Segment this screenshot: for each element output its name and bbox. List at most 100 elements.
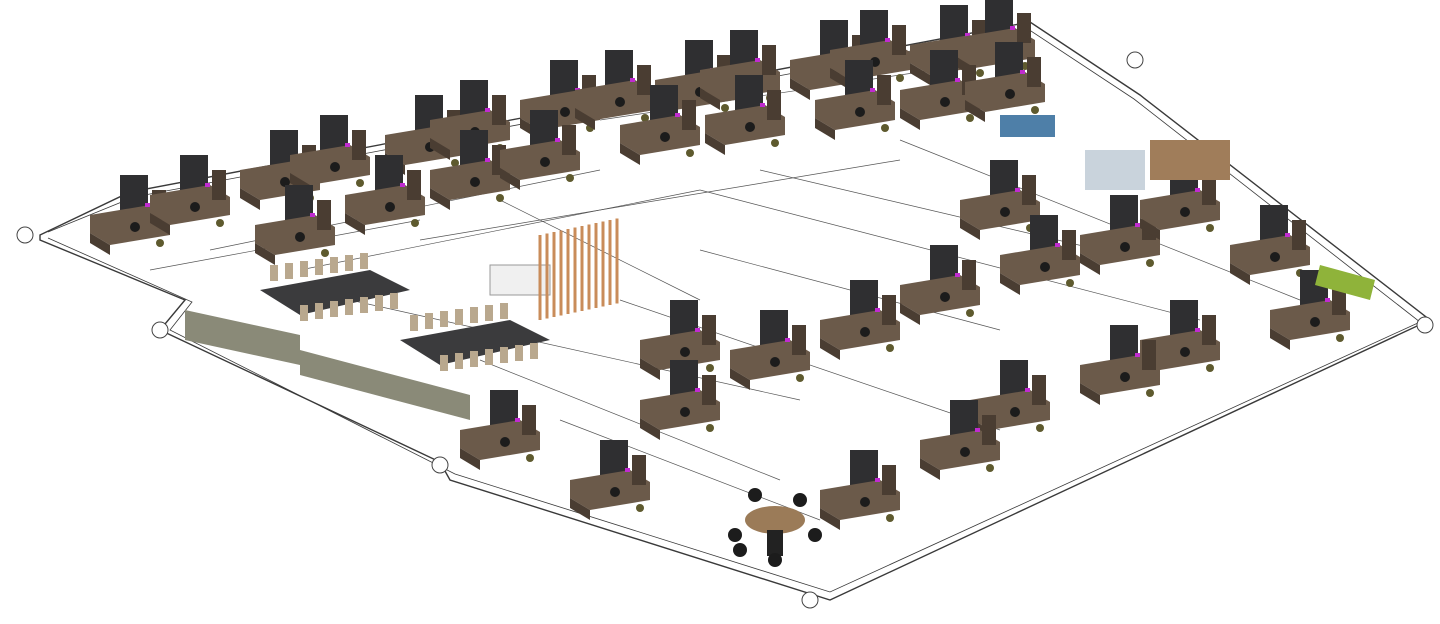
column (431, 456, 449, 474)
conference-chair (470, 351, 478, 367)
conference-chair (345, 299, 353, 315)
desk (500, 140, 580, 180)
monitor (975, 428, 980, 432)
desk-pedestal (345, 213, 365, 235)
ottoman (1031, 106, 1039, 114)
desk (1080, 225, 1160, 265)
ottoman (771, 139, 779, 147)
conference-chair (440, 311, 448, 327)
monitor (310, 213, 315, 217)
monitor (675, 113, 680, 117)
monitor (695, 328, 700, 332)
monitor (695, 388, 700, 392)
office-chair (330, 162, 340, 172)
hutch (1017, 13, 1031, 43)
desk (640, 330, 720, 370)
desk-pedestal (575, 108, 595, 130)
workstation (150, 155, 230, 235)
wall-line (559, 419, 821, 521)
desk-pedestal (1270, 328, 1290, 350)
monitor (1015, 188, 1020, 192)
hutch (982, 415, 996, 445)
office-chair (470, 177, 480, 187)
desk (965, 72, 1045, 112)
table-base (767, 530, 783, 556)
ottoman (706, 424, 714, 432)
desk (960, 190, 1040, 230)
ottoman (641, 114, 649, 122)
monitor (515, 418, 520, 422)
hutch (1062, 230, 1076, 260)
desk (730, 340, 810, 380)
hutch (637, 65, 651, 95)
ottoman (156, 239, 164, 247)
desk (150, 185, 230, 225)
desk-pedestal (910, 63, 930, 85)
conference-chair (390, 293, 398, 309)
desk-pedestal (815, 118, 835, 140)
desk-pedestal (150, 213, 170, 235)
conference-chair (500, 347, 508, 363)
kitchen-island (1085, 150, 1145, 190)
desk-pedestal (820, 508, 840, 530)
hutch (877, 75, 891, 105)
desk-pedestal (920, 458, 940, 480)
hutch (792, 325, 806, 355)
monitor (1055, 243, 1060, 247)
ottoman (886, 344, 894, 352)
office-chair (500, 437, 510, 447)
workstation (345, 155, 425, 235)
ottoman (896, 74, 904, 82)
desk-pedestal (430, 138, 450, 160)
office-chair (860, 327, 870, 337)
ottoman (881, 124, 889, 132)
meeting-chair (768, 553, 782, 567)
meeting-chair (728, 528, 742, 542)
workstation (430, 130, 510, 210)
conference-chair (485, 349, 493, 365)
ottoman (1206, 364, 1214, 372)
office-chair (960, 447, 970, 457)
conference-chair (360, 297, 368, 313)
workstation (960, 160, 1040, 240)
workstation (1080, 325, 1160, 405)
desk (1140, 190, 1220, 230)
monitor (1325, 298, 1330, 302)
monitor (885, 38, 890, 42)
ottoman (411, 219, 419, 227)
conference-chair (345, 255, 353, 271)
desk (640, 390, 720, 430)
wall-line (499, 199, 701, 301)
office-chair (385, 202, 395, 212)
wall-line (419, 159, 901, 241)
office-chair (855, 107, 865, 117)
workstation (900, 50, 980, 130)
hutch (882, 465, 896, 495)
conference-chair (315, 259, 323, 275)
conference-chair (300, 261, 308, 277)
column (1416, 316, 1434, 334)
desk-pedestal (90, 233, 110, 255)
hutch (1142, 340, 1156, 370)
monitor (345, 143, 350, 147)
lounge-bench (1150, 140, 1230, 180)
office-chair (770, 357, 780, 367)
column (16, 226, 34, 244)
desk-pedestal (1080, 253, 1100, 275)
desk-pedestal (240, 188, 260, 210)
desk (620, 115, 700, 155)
desk-pedestal (820, 338, 840, 360)
hutch (492, 95, 506, 125)
desk (290, 145, 370, 185)
office-chair (940, 292, 950, 302)
monitor (965, 33, 970, 37)
column (151, 321, 169, 339)
column (1126, 51, 1144, 69)
monitor (785, 338, 790, 342)
ottoman (321, 249, 329, 257)
office-chair (860, 497, 870, 507)
monitor (555, 138, 560, 142)
wall-line (479, 359, 781, 481)
monitor (145, 203, 150, 207)
